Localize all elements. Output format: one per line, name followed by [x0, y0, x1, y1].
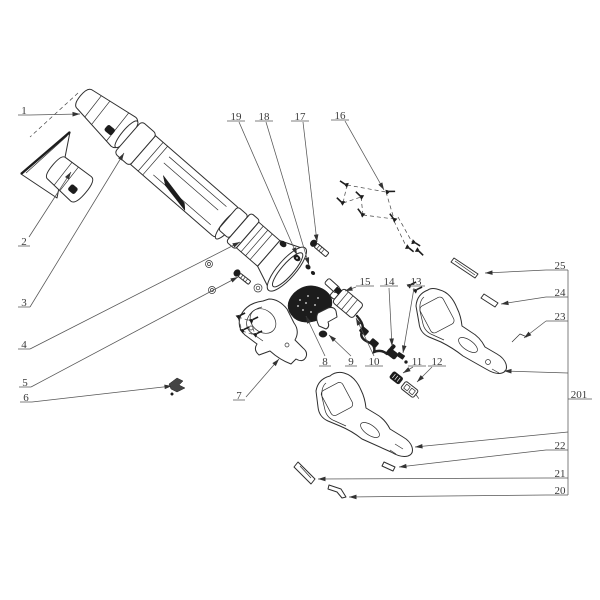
part-label-16: 16 — [331, 110, 385, 191]
svg-text:7: 7 — [236, 390, 242, 402]
svg-text:3: 3 — [21, 297, 27, 309]
part-label-3: 3 — [18, 152, 125, 309]
svg-text:25: 25 — [555, 260, 567, 272]
part-label-201: 201 — [568, 389, 592, 401]
part-screw-and-washers — [205, 260, 263, 294]
part-label-11: 11 — [402, 356, 426, 374]
part-elbow-fitting — [316, 306, 338, 338]
svg-text:201: 201 — [571, 389, 588, 401]
svg-text:5: 5 — [22, 377, 28, 389]
part-switch — [324, 278, 342, 295]
part-housing-right — [415, 288, 507, 374]
part-connectors — [389, 344, 420, 399]
part-label-13: 13 — [401, 276, 425, 354]
svg-text:20: 20 — [555, 485, 567, 497]
part-label-17: 17 — [291, 111, 319, 243]
part-label-22: 22 — [398, 440, 568, 469]
svg-text:22: 22 — [555, 440, 566, 452]
screw-cluster — [333, 179, 427, 295]
svg-text:13: 13 — [411, 276, 423, 288]
part-clip — [168, 377, 186, 396]
part-motor-harness — [329, 286, 399, 360]
part-label-14: 14 — [380, 276, 398, 347]
svg-text:21: 21 — [555, 468, 566, 480]
part-label-18: 18 — [255, 111, 310, 266]
svg-text:14: 14 — [384, 276, 396, 288]
part-label-1: 1 — [18, 105, 81, 117]
part-label-9: 9 — [328, 334, 357, 368]
construction-guide-line — [29, 92, 79, 138]
svg-text:2: 2 — [21, 236, 27, 248]
part-label-4: 4 — [18, 241, 241, 351]
part-housing-bottom — [315, 371, 413, 457]
svg-text:17: 17 — [295, 111, 307, 123]
part-label-21: 21 — [317, 468, 568, 482]
part-label-12: 12 — [416, 356, 446, 383]
svg-text:8: 8 — [322, 356, 328, 368]
svg-text:9: 9 — [348, 356, 354, 368]
part-label-8: 8 — [305, 315, 331, 368]
corner-screw-set — [234, 309, 264, 339]
svg-text:12: 12 — [432, 356, 443, 368]
part-label-5: 5 — [19, 276, 239, 389]
svg-text:10: 10 — [369, 356, 381, 368]
svg-text:24: 24 — [555, 287, 567, 299]
part-screw-bracket — [310, 239, 330, 257]
part-label-15: 15 — [344, 276, 374, 292]
svg-text:19: 19 — [231, 111, 243, 123]
part-small-washers — [279, 240, 316, 276]
screw-hardware-layer — [29, 92, 427, 339]
part-label-6: 6 — [20, 384, 173, 404]
part-label-24: 24 — [500, 287, 568, 306]
svg-text:11: 11 — [412, 356, 423, 368]
svg-text:6: 6 — [23, 392, 29, 404]
part-label-7: 7 — [233, 358, 280, 402]
part-label-25: 25 — [484, 260, 568, 275]
part-label-10: 10 — [355, 317, 383, 368]
part-flat-nozzle — [20, 131, 94, 203]
svg-text:1: 1 — [21, 105, 27, 117]
svg-text:15: 15 — [360, 276, 372, 288]
part-label-2: 2 — [18, 171, 72, 248]
part-trim-blades — [293, 257, 528, 499]
part-label-23: 23 — [523, 311, 568, 339]
svg-text:18: 18 — [259, 111, 271, 123]
assembly-201-bracket — [414, 270, 569, 495]
svg-text:16: 16 — [335, 110, 347, 122]
svg-text:23: 23 — [555, 311, 567, 323]
svg-text:4: 4 — [21, 339, 27, 351]
part-label-19: 19 — [227, 111, 298, 256]
part-label-20: 20 — [348, 485, 568, 500]
